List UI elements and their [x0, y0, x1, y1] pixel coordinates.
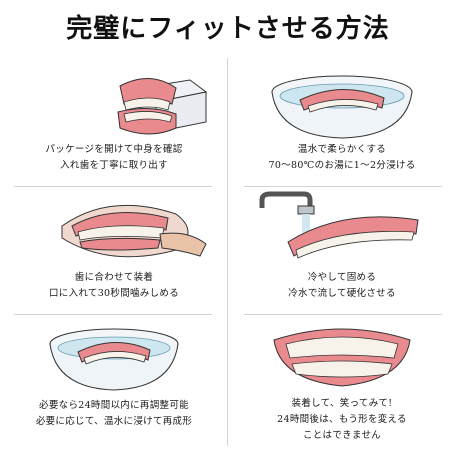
- step-4: 冷やして固める 冷水で流して硬化させる: [228, 186, 456, 314]
- step-2-line-2: 70〜80℃のお湯に1〜2分浸ける: [268, 160, 416, 171]
- step-4-line-2: 冷水で流して硬化させる: [288, 288, 396, 299]
- page-title: 完璧にフィットさせる方法: [66, 14, 390, 44]
- reheat-bowl-icon: [49, 328, 179, 391]
- step-3-line-2: 口に入れて30秒間噛みしめる: [48, 288, 179, 299]
- step-3-line-1: 歯に合わせて装着: [74, 272, 154, 283]
- biting-mouth-icon: [61, 204, 207, 258]
- step-5-line-2: 必要に応じて、温水に浸けて再成形: [35, 416, 193, 427]
- smiling-teeth-icon: [273, 328, 411, 387]
- denture-package-icon: [117, 78, 208, 135]
- step-2-line-1: 温水で柔らかくする: [297, 144, 387, 155]
- row-divider-2-left: [14, 314, 212, 315]
- step-1-line-2: 入れ歯を丁寧に取り出す: [60, 160, 168, 171]
- step-5-line-1: 必要なら24時間以内に再調整可能: [39, 400, 189, 411]
- step-3: 歯に合わせて装着 口に入れて30秒間噛みしめる: [0, 186, 228, 314]
- column-divider: [227, 58, 228, 446]
- cold-water-faucet-icon: [259, 191, 419, 259]
- step-4-line-1: 冷やして固める: [307, 272, 377, 283]
- step-6-line-3: ことはできません: [302, 430, 382, 441]
- step-5: 必要なら24時間以内に再調整可能 必要に応じて、温水に浸けて再成形: [0, 314, 228, 442]
- step-6-line-2: 24時間後は、もう形を変える: [277, 414, 407, 425]
- step-6-line-1: 装着して、笑ってみて!: [291, 398, 393, 409]
- step-1-line-1: パッケージを開けて中身を確認: [45, 144, 183, 155]
- row-divider-1-left: [14, 186, 212, 187]
- row-divider-2-right: [244, 314, 442, 315]
- warm-water-bowl-icon: [271, 75, 413, 139]
- step-2: 温水で柔らかくする 70〜80℃のお湯に1〜2分浸ける: [228, 58, 456, 186]
- step-6: 装着して、笑ってみて! 24時間後は、もう形を変える ことはできません: [228, 314, 456, 442]
- step-1: パッケージを開けて中身を確認 入れ歯を丁寧に取り出す: [0, 58, 228, 186]
- row-divider-1-right: [244, 186, 442, 187]
